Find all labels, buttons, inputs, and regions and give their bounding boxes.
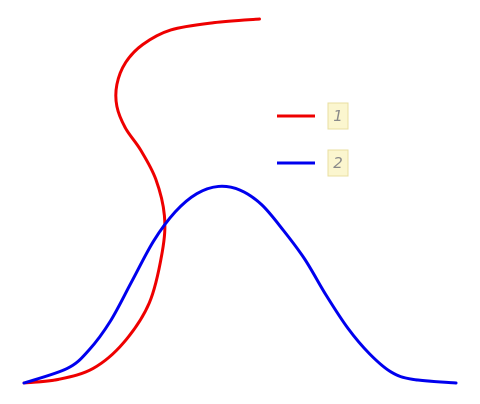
series-line-2 [22,184,458,385]
legend-label-box-1 [327,102,349,130]
legend-label-box-2 [327,149,349,177]
series-layer [22,17,458,385]
series-line-1 [22,17,261,385]
legend-label-2: 2 [333,154,343,172]
legend-label-1: 1 [333,107,343,125]
legend: 12 [277,102,349,177]
